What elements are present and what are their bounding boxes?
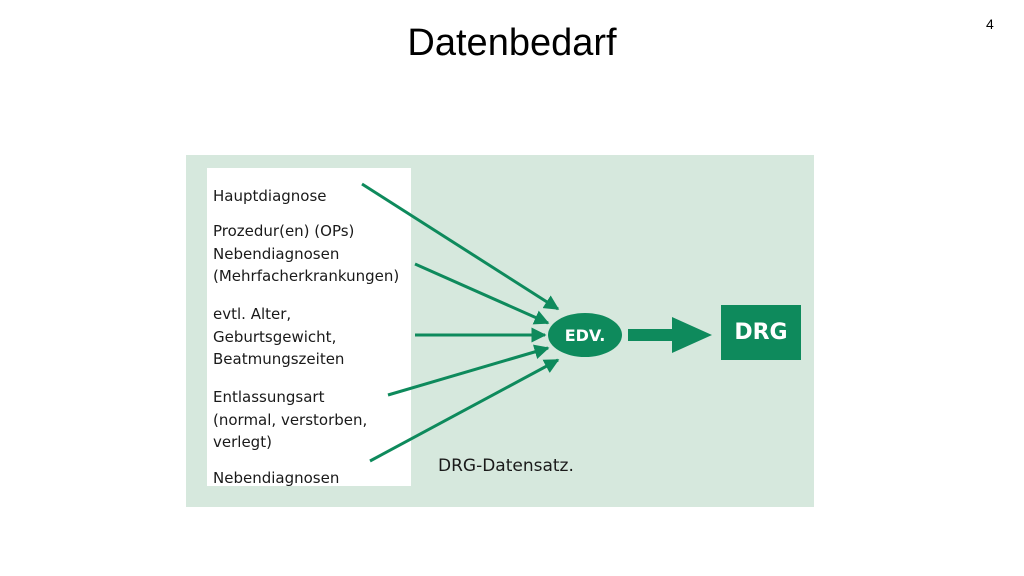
drg-node: DRG [721, 305, 801, 360]
input-prozeduren: Prozedur(en) (OPs) [213, 222, 355, 240]
edv-node: EDV. [548, 313, 622, 357]
input-entlassungsart: Entlassungsart [213, 388, 325, 406]
input-beatmungszeiten: Beatmungszeiten [213, 350, 345, 368]
dataset-label: DRG-Datensatz. [438, 456, 574, 476]
arrows-layer [361, 182, 712, 463]
drg-diagram: Hauptdiagnose Prozedur(en) (OPs) Nebendi… [186, 155, 814, 507]
slide-title: Datenbedarf [407, 22, 617, 64]
input-nebendiagnosen: Nebendiagnosen [213, 245, 340, 263]
slide-number: 4 [986, 16, 994, 32]
input-nebendiagnosen-2: Nebendiagnosen [213, 469, 340, 487]
input-entlassungsart-details: (normal, verstorben, [213, 411, 368, 429]
arrow-hauptdiagnose [361, 182, 560, 311]
input-alter: evtl. Alter, [213, 305, 292, 323]
input-mehrfacherkrankungen: (Mehrfacherkrankungen) [213, 267, 400, 285]
arrow-edv-to-drg [628, 317, 712, 353]
arrow-entlassungsart [387, 344, 550, 397]
input-geburtsgewicht: Geburtsgewicht, [213, 328, 337, 346]
input-list: Hauptdiagnose Prozedur(en) (OPs) Nebendi… [207, 168, 411, 487]
arrow-nebendiagnosen [414, 262, 550, 325]
input-hauptdiagnose: Hauptdiagnose [213, 187, 327, 205]
arrow-nebendiagnosen-2 [369, 358, 560, 463]
input-verlegt: verlegt) [213, 433, 272, 451]
